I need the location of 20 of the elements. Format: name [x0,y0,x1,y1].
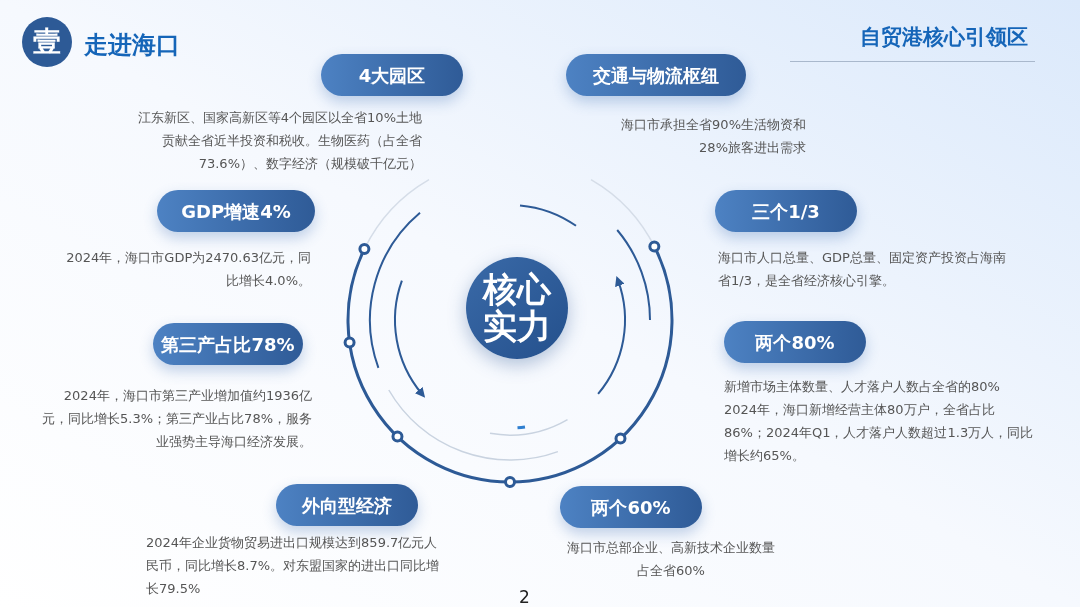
page-title: 走进海口 [84,30,180,61]
topic-pill: 第三产占比78% [153,323,303,365]
number-badge: 壹 [22,17,72,67]
topic-pill: 两个80% [724,321,866,363]
description-text: 江东新区、国家高新区等4个园区以全省10%土地贡献全省近半投资和税收。生物医药（占全省73.6%）、数字经济（规模破千亿元） [136,109,422,173]
topic-pill: 4大园区 [321,54,463,96]
section-heading: 自贸港核心引领区 [860,24,1028,51]
description-text: 海口市总部企业、高新技术企业数量占全省60% [566,539,776,580]
topic-pill: 两个60% [560,486,702,528]
topic-pill: 三个1/3 [715,190,857,232]
description-text: 海口市人口总量、GDP总量、固定资产投资占海南省1/3，是全省经济核心引擎。 [718,249,1007,290]
description-text: 海口市承担全省90%生活物资和28%旅客进出需求 [620,116,806,157]
page-number: 2 [519,586,530,607]
topic-pill: 交通与物流枢纽 [566,54,746,96]
description-text: 新增市场主体数量、人才落户人数占全省的80% 2024年，海口新增经营主体80万户，全省占比86%；2024年Q1，人才落户人数超过1.3万人，同比增长约65%。 [724,378,1034,465]
description-text: 2024年企业货物贸易进出口规模达到859.7亿元人民币，同比增长8.7%。对东盟国家的进出口同比增长79.5% [146,534,441,598]
description-text: 2024年，海口市GDP为2470.63亿元，同比增长4.0%。 [65,249,311,290]
topic-pill: GDP增速4% [157,190,315,232]
topic-pill: 外向型经济 [276,484,418,526]
description-text: 2024年，海口市第三产业增加值约1936亿元，同比增长5.3%；第三产业占比78%，服务业强势主导海口经济发展。 [41,387,312,451]
